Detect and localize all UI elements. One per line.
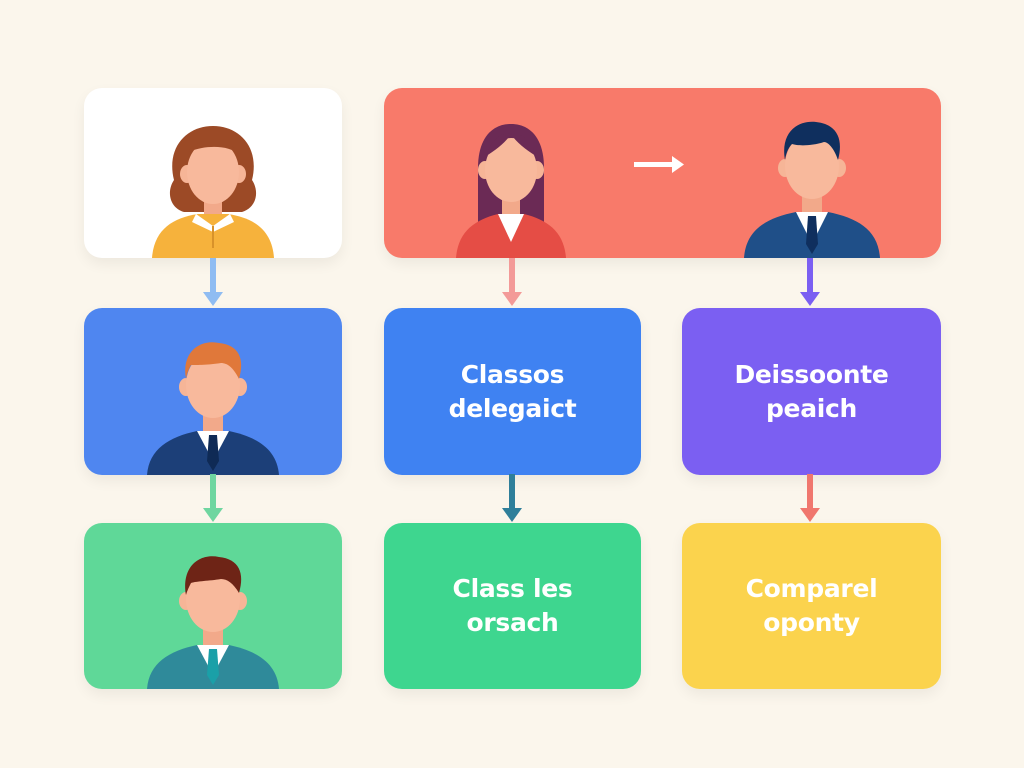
down-arrow-icon [800, 258, 820, 306]
man-avatar-icon [744, 121, 880, 258]
node-mid-left [84, 308, 342, 475]
node-bot-left [84, 523, 342, 689]
node-mid-center: Classos delegaict [384, 308, 641, 475]
node-label: Class les orsach [384, 572, 641, 640]
node-label: Classos delegaict [384, 358, 641, 426]
node-top-wide [384, 88, 941, 258]
right-arrow-icon [634, 156, 684, 173]
down-arrow-icon [502, 258, 522, 306]
label-line-1: Classos [460, 359, 565, 389]
down-arrow-icon [203, 474, 223, 522]
label-line-2: oponty [763, 608, 860, 637]
node-label: Deissoonte peaich [682, 358, 941, 426]
node-label: Comparel oponty [682, 572, 941, 640]
label-line-2: delegaict [448, 393, 577, 423]
node-top-left [84, 88, 342, 258]
label-line-1: Class les [452, 574, 573, 603]
label-line-2: peaich [765, 393, 858, 423]
down-arrow-icon [502, 474, 522, 522]
down-arrow-icon [800, 474, 820, 522]
node-mid-right: Deissoonte peaich [682, 308, 941, 475]
woman-avatar-icon [456, 124, 566, 258]
man-avatar-icon [147, 556, 279, 689]
node-bot-right: Comparel oponty [682, 523, 941, 689]
down-arrow-icon [203, 258, 223, 306]
label-line-1: Deissoonte [734, 359, 889, 389]
label-line-2: orsach [466, 608, 559, 637]
man-avatar-icon [147, 342, 279, 475]
woman-avatar-icon [152, 126, 274, 258]
label-line-1: Comparel [745, 574, 878, 603]
node-bot-center: Class les orsach [384, 523, 641, 689]
